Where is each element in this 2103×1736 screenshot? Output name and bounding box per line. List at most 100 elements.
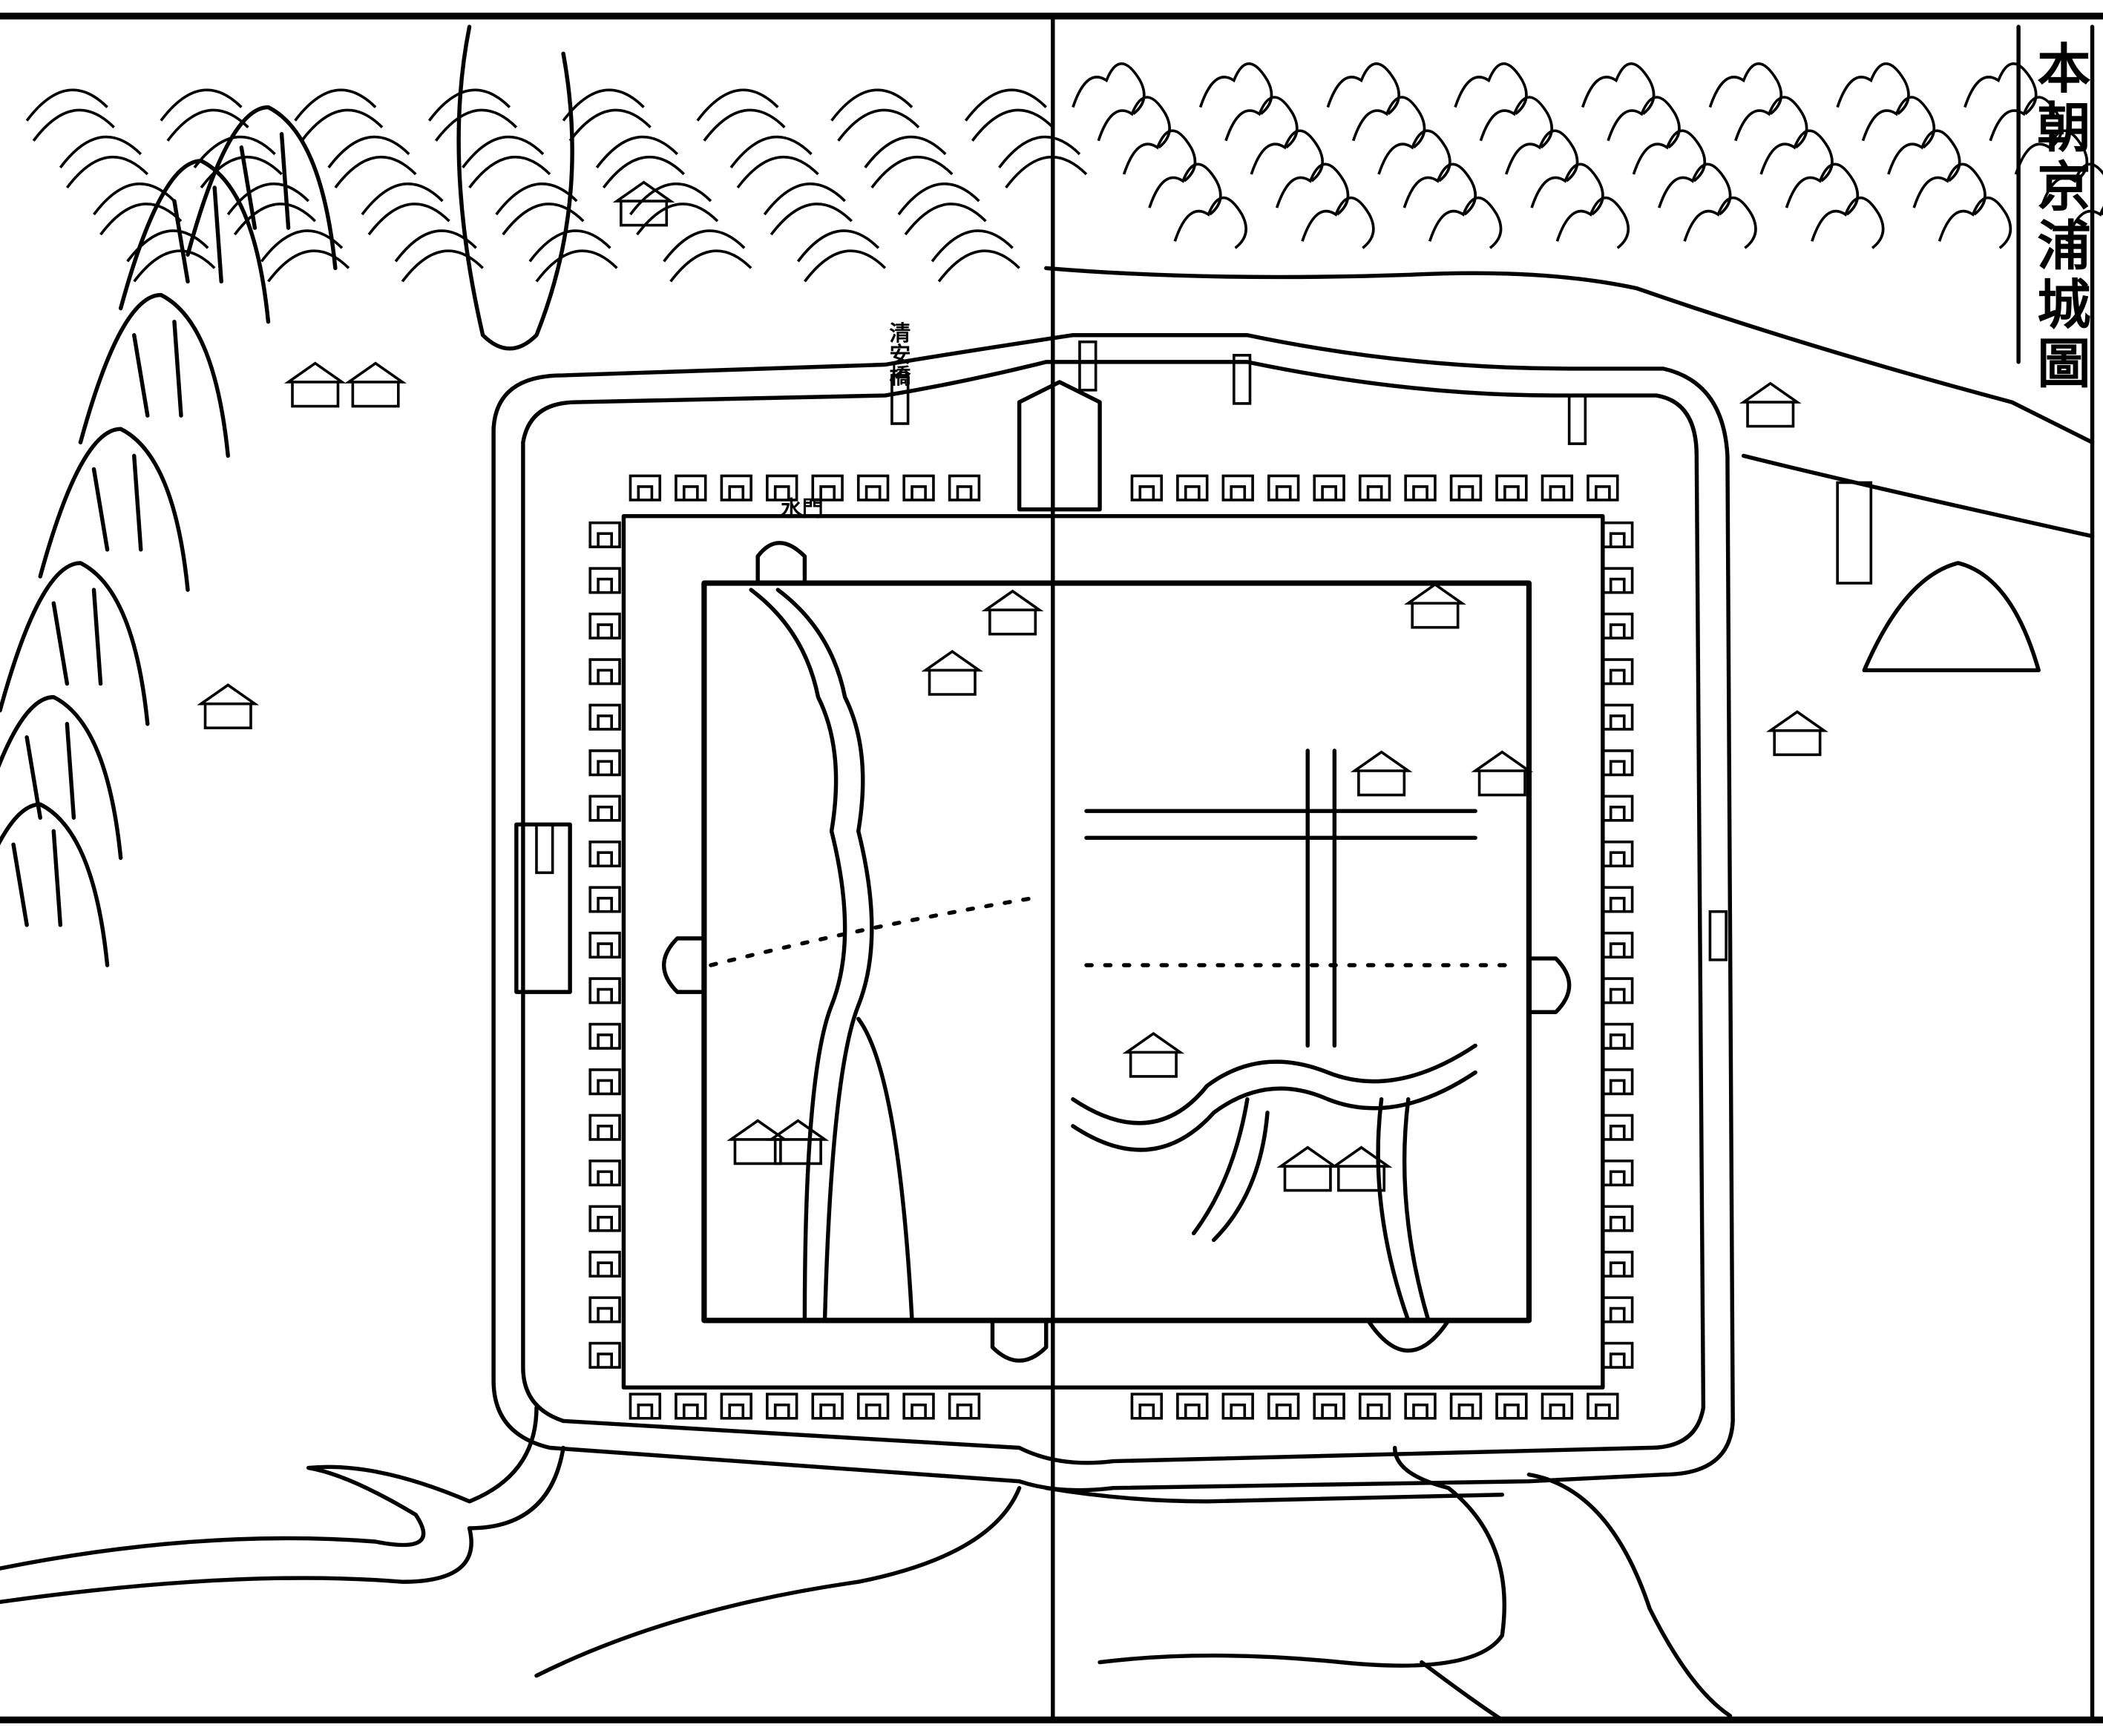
battlement xyxy=(588,1114,621,1141)
building-icon xyxy=(1766,710,1828,757)
building-icon xyxy=(344,361,407,408)
wave-stroke xyxy=(663,229,752,283)
building-icon xyxy=(981,589,1044,636)
battlement xyxy=(811,474,844,502)
battlement xyxy=(1601,1114,1634,1141)
battlement xyxy=(1221,1393,1254,1420)
battlement xyxy=(1601,1296,1634,1324)
bridge-icon xyxy=(1708,910,1728,961)
wave-stroke xyxy=(931,229,1020,283)
wave-stroke xyxy=(327,135,417,189)
wave-stroke xyxy=(964,88,1054,142)
hill-stroke xyxy=(1504,129,1579,183)
mountain-range xyxy=(0,24,2103,967)
building-icon xyxy=(612,180,675,227)
battlement xyxy=(1541,474,1574,502)
hill-stroke xyxy=(1072,62,1146,116)
hill-stroke xyxy=(2065,206,2103,242)
wave-stroke xyxy=(763,183,853,236)
battlement xyxy=(588,795,621,822)
mountain-peak xyxy=(118,159,271,324)
battlement xyxy=(588,931,621,959)
battlement xyxy=(588,1250,621,1278)
buildings xyxy=(197,180,1873,1192)
battlement xyxy=(948,474,981,502)
battlement xyxy=(1176,1393,1209,1420)
battlement xyxy=(1601,567,1634,594)
battlement xyxy=(811,1393,844,1420)
battlement xyxy=(588,612,621,640)
wave-stroke xyxy=(462,135,551,189)
wave-stroke xyxy=(59,135,149,189)
wave-stroke xyxy=(427,88,518,142)
battlement xyxy=(1601,1205,1634,1232)
battlement xyxy=(588,1341,621,1369)
building-icon xyxy=(1739,381,1802,428)
battlement xyxy=(1221,474,1254,502)
battlement xyxy=(720,1393,752,1420)
battlement xyxy=(1130,474,1164,502)
battlement xyxy=(1404,1393,1437,1420)
wave-stroke xyxy=(226,183,317,236)
wave-stroke xyxy=(160,88,249,142)
battlement xyxy=(1601,931,1634,959)
inner-city-wall xyxy=(621,513,1605,1390)
wave-stroke xyxy=(361,183,450,236)
bridge-icon xyxy=(1078,340,1098,392)
pagoda-icon xyxy=(1836,481,1873,585)
bridge-icon xyxy=(890,374,910,425)
hill-stroke xyxy=(1377,129,1451,183)
battlement xyxy=(1601,703,1634,731)
hill-stroke xyxy=(1301,196,1375,249)
hill-stroke xyxy=(1198,62,1273,116)
hill-stroke xyxy=(1607,96,1681,149)
hill-stroke xyxy=(1530,162,1604,216)
wave-stroke xyxy=(629,183,719,236)
building-icon xyxy=(1276,1145,1339,1192)
label-water-gate: 水門 xyxy=(781,496,824,522)
building-icon xyxy=(1404,582,1466,629)
building-icon xyxy=(767,1119,830,1165)
battlement xyxy=(1358,1393,1391,1420)
inner-district xyxy=(701,580,1532,1324)
wave-stroke xyxy=(528,229,618,283)
battlement xyxy=(1541,1393,1574,1420)
battlement xyxy=(588,1296,621,1324)
bridge-icon xyxy=(535,823,554,875)
battlement xyxy=(1587,1393,1619,1420)
hill-stroke xyxy=(1734,96,1808,149)
wave-stroke xyxy=(495,183,585,236)
battlement xyxy=(766,1393,798,1420)
battlement xyxy=(629,474,662,502)
battlement xyxy=(1601,658,1634,685)
battlement xyxy=(1601,977,1634,1005)
wave-stroke xyxy=(562,88,652,142)
hill-stroke xyxy=(1836,62,1910,116)
battlement xyxy=(902,474,935,502)
battlement xyxy=(1601,1068,1634,1096)
battlement xyxy=(1404,474,1437,502)
battlement xyxy=(588,977,621,1005)
hill-stroke xyxy=(1861,96,1936,149)
battlement xyxy=(1176,474,1209,502)
wave-stroke xyxy=(93,183,183,236)
map-title: 本朝京浦城圖 xyxy=(2027,40,2090,394)
battlement xyxy=(1601,795,1634,822)
bridge-icon xyxy=(1232,354,1252,405)
wave-stroke xyxy=(696,88,786,142)
hill-stroke xyxy=(1224,96,1299,149)
mountain-peak xyxy=(186,105,338,271)
hill-stroke xyxy=(1250,129,1324,183)
hill-stroke xyxy=(1785,162,1860,216)
battlement xyxy=(588,840,621,868)
building-icon xyxy=(1122,1031,1185,1078)
wave-stroke xyxy=(294,88,384,142)
moat xyxy=(491,333,1735,1493)
hill-stroke xyxy=(1173,196,1247,249)
mountain-peak xyxy=(38,427,190,592)
hill-stroke xyxy=(1428,196,1503,249)
battlement xyxy=(1601,840,1634,868)
battlement xyxy=(1587,474,1619,502)
label-bridge-north: 清安橋 xyxy=(886,322,911,387)
building-icon xyxy=(921,649,984,696)
